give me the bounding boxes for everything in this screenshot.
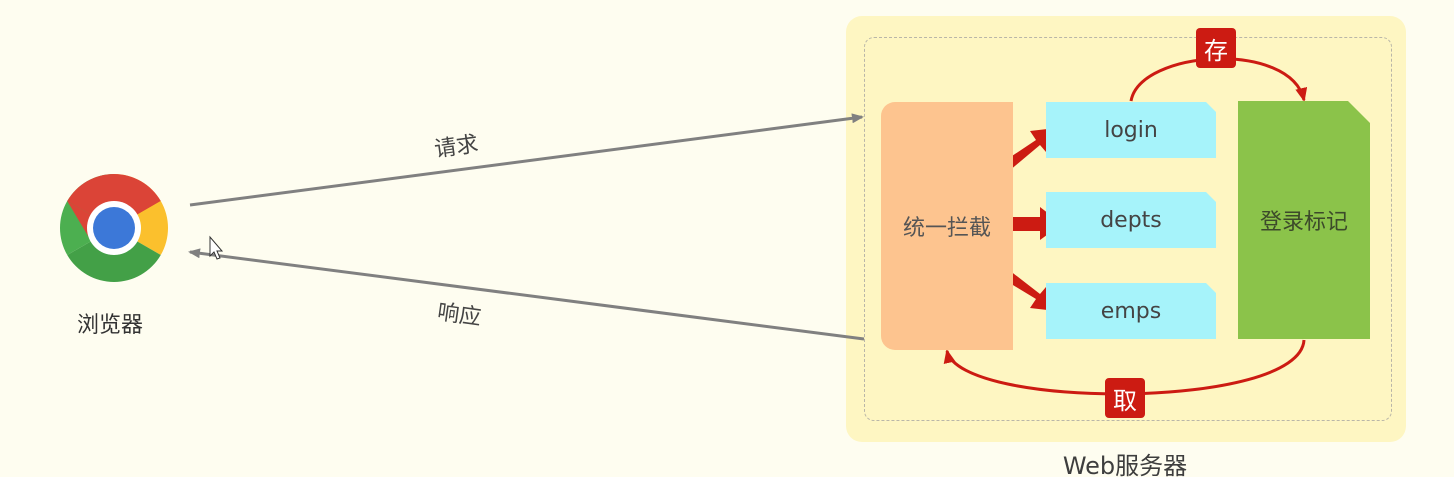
login-flag-label: 登录标记	[1259, 210, 1348, 235]
store-badge: 存	[1196, 28, 1236, 68]
endpoint-depts-label: depts	[1100, 207, 1162, 233]
chrome-icon	[59, 173, 169, 283]
endpoint-emps-label: emps	[1100, 298, 1162, 324]
browser-label: 浏览器	[76, 313, 143, 338]
request-arrow	[189, 113, 864, 207]
login-flag-store: 登录标记	[1238, 101, 1370, 339]
interceptor-label: 统一拦截	[902, 216, 991, 241]
request-label: 请求	[432, 131, 480, 163]
endpoint-emps: emps	[1046, 283, 1216, 339]
interceptor-block: 统一拦截	[881, 102, 1013, 350]
endpoint-login-label: login	[1104, 117, 1158, 143]
response-label: 响应	[435, 299, 483, 331]
web-server-dashed-border	[864, 37, 1392, 421]
fetch-badge: 取	[1105, 378, 1145, 418]
web-server-label: Web服务器	[1062, 452, 1188, 477]
mouse-cursor-icon	[209, 235, 224, 260]
endpoint-login: login	[1046, 102, 1216, 158]
endpoint-depts: depts	[1046, 192, 1216, 248]
arrow-to-emps	[1003, 270, 1056, 311]
response-arrow	[188, 248, 865, 341]
arrow-to-login	[1003, 128, 1056, 171]
